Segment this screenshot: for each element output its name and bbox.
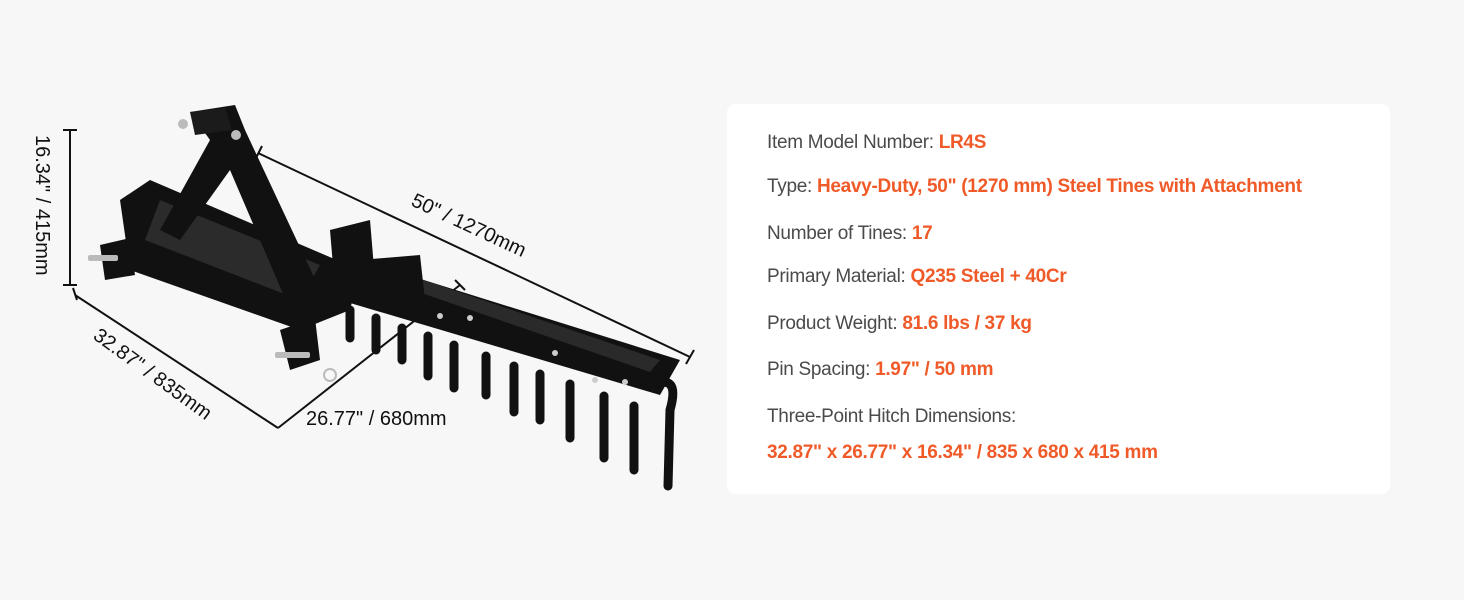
spec-label: Item Model Number: <box>767 132 939 153</box>
spec-label: Type: <box>767 176 817 197</box>
width-dimension-label: 26.77" / 680mm <box>306 408 447 430</box>
spec-model-number: Item Model Number: LR4S <box>767 132 986 154</box>
specifications-card: Item Model Number: LR4S Type: Heavy-Duty… <box>727 104 1390 494</box>
spec-product-weight: Product Weight: 81.6 lbs / 37 kg <box>767 313 1032 335</box>
spec-label: Primary Material: <box>767 266 911 287</box>
spec-value: LR4S <box>938 132 987 153</box>
tines <box>345 305 678 491</box>
spec-value: 17 <box>911 223 933 244</box>
height-dimension-label: 16.34" / 415mm <box>31 135 53 276</box>
spec-value: Q235 Steel + 40Cr <box>910 266 1067 287</box>
spec-hitch-dimensions-label: Three-Point Hitch Dimensions: <box>767 406 1016 427</box>
spec-hitch-dimensions-value: 32.87" x 26.77" x 16.34" / 835 x 680 x 4… <box>767 442 1158 463</box>
spec-value: 1.97" / 50 mm <box>875 359 994 380</box>
spec-label: Number of Tines: <box>767 223 912 244</box>
rake-illustration <box>88 105 680 491</box>
spec-label: Product Weight: <box>767 313 903 334</box>
spec-value: Heavy-Duty, 50" (1270 mm) Steel Tines wi… <box>816 176 1302 197</box>
spec-value: 81.6 lbs / 37 kg <box>902 313 1032 334</box>
spec-label: Pin Spacing: <box>767 359 876 380</box>
spec-pin-spacing: Pin Spacing: 1.97" / 50 mm <box>767 359 994 381</box>
spec-type: Type: Heavy-Duty, 50" (1270 mm) Steel Ti… <box>767 176 1302 198</box>
spec-primary-material: Primary Material: Q235 Steel + 40Cr <box>767 266 1067 288</box>
hitch-pins <box>88 119 337 382</box>
length-dimension-label: 50" / 1270mm <box>408 190 530 262</box>
landscape-rake-product-image: 16.34" / 415mm 50" / 1270mm 32.87" / 835… <box>31 105 695 491</box>
bolts <box>437 313 628 385</box>
spec-number-of-tines: Number of Tines: 17 <box>767 223 933 245</box>
